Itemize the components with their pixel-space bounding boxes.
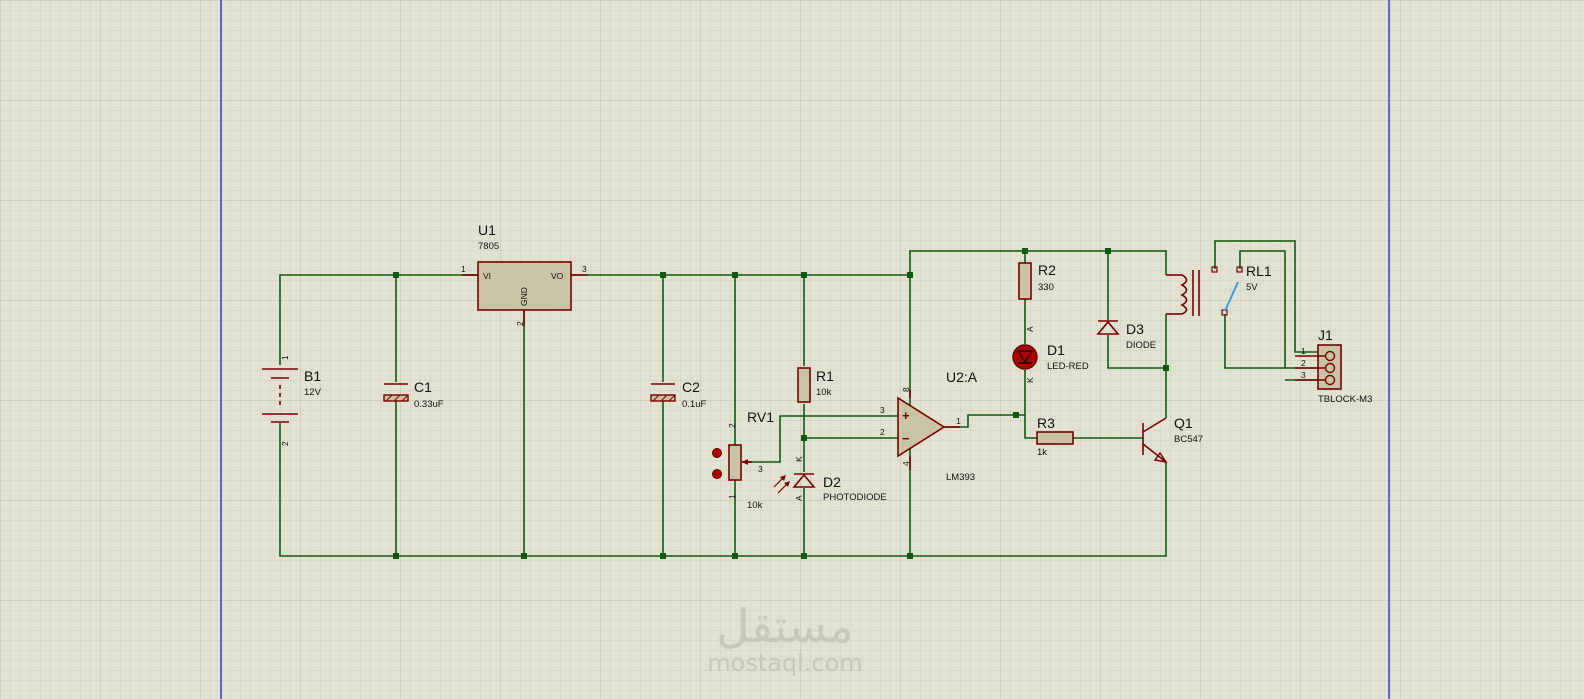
j1-pin3: 3 — [1301, 370, 1306, 380]
u1-value: 7805 — [478, 241, 499, 252]
u1-pin-gnd: GND — [519, 287, 529, 306]
b1-ref: B1 — [304, 368, 321, 384]
u2-value: LM393 — [946, 472, 975, 483]
rv1-pin1: 1 — [727, 494, 737, 499]
potentiometer-rv1[interactable]: 2 1 3 RV1 10k — [712, 409, 775, 511]
u1-pin-vi: VI — [483, 271, 491, 281]
u2-pin2: 2 — [880, 427, 885, 437]
r1-value: 10k — [816, 387, 832, 398]
watermark: مستقل mostaql.com — [707, 599, 862, 677]
b1-pin2: 2 — [280, 441, 290, 446]
wire-ground-rail — [279, 423, 1167, 557]
d1-pin-a: A — [1025, 326, 1035, 332]
battery-b1[interactable]: 1 2 B1 12V — [262, 355, 322, 446]
wire-vin-rail — [279, 274, 478, 365]
resistor-r2[interactable]: R2 330 — [1018, 262, 1056, 300]
wire-rl1-com — [1214, 240, 1322, 353]
r2-ref: R2 — [1038, 262, 1056, 278]
capacitor-c2[interactable]: C2 0.1uF — [650, 379, 706, 410]
watermark-latin: mostaql.com — [707, 649, 862, 677]
rv1-pin2: 2 — [727, 423, 737, 428]
diode-d3[interactable]: D3 DIODE — [1096, 320, 1156, 351]
rv1-value: 10k — [747, 500, 763, 511]
rv1-adjust-up[interactable] — [712, 448, 722, 458]
led-d1[interactable]: A K D1 LED-RED — [1012, 326, 1089, 383]
rl1-ref: RL1 — [1246, 263, 1272, 279]
r1-ref: R1 — [816, 368, 834, 384]
c1-value: 0.33uF — [414, 399, 444, 410]
regulator-u1[interactable]: VI VO GND 1 3 2 U1 7805 — [461, 222, 588, 326]
b1-pin1: 1 — [280, 355, 290, 360]
r3-value: 1k — [1037, 447, 1047, 458]
u1-pin-vo: VO — [551, 271, 564, 281]
d1-pin-k: K — [1025, 377, 1035, 383]
u2-ref: U2:A — [946, 369, 978, 385]
u1-ref: U1 — [478, 222, 496, 238]
c1-ref: C1 — [414, 379, 432, 395]
wire-rl1-nc — [1224, 314, 1285, 369]
photodiode-d2[interactable]: K A D2 PHOTODIODE — [773, 456, 887, 503]
u2-plus-sign: + — [902, 408, 910, 423]
u1-pin1: 1 — [461, 264, 466, 274]
c2-value: 0.1uF — [682, 399, 706, 410]
u2-pin3: 3 — [880, 405, 885, 415]
u2-pin8: 8 — [901, 387, 911, 392]
rv1-adjust-down[interactable] — [712, 469, 722, 479]
wire-rv1-wiper — [742, 415, 898, 463]
j1-pin2: 2 — [1301, 358, 1306, 368]
q1-ref: Q1 — [1174, 415, 1193, 431]
relay-rl1[interactable]: RL1 5V — [1166, 263, 1272, 316]
d2-pin-k: K — [794, 456, 804, 462]
d2-value: PHOTODIODE — [823, 492, 887, 503]
u2-minus-sign: − — [902, 431, 910, 446]
d2-pin-a: A — [794, 495, 804, 501]
rl1-contact-arm — [1224, 281, 1239, 312]
q1-value: BC547 — [1174, 434, 1203, 445]
u2-pin4: 4 — [901, 461, 911, 466]
resistor-r1[interactable]: R1 10k — [797, 367, 834, 403]
watermark-arabic: مستقل — [716, 599, 854, 653]
comparator-u2a[interactable]: + − 3 2 1 8 4 U2:A LM393 — [880, 369, 978, 483]
r3-ref: R3 — [1037, 415, 1055, 431]
r2-value: 330 — [1038, 282, 1054, 293]
capacitor-c1[interactable]: C1 0.33uF — [383, 379, 444, 410]
d1-ref: D1 — [1047, 342, 1065, 358]
rv1-pin3: 3 — [758, 464, 763, 474]
junctions — [393, 248, 1169, 559]
c2-ref: C2 — [682, 379, 700, 395]
wire-5v-top — [909, 250, 1167, 556]
u1-pin3: 3 — [582, 264, 587, 274]
b1-value: 12V — [304, 387, 322, 398]
d1-value: LED-RED — [1047, 361, 1089, 372]
j1-ref: J1 — [1318, 327, 1333, 343]
d3-value: DIODE — [1126, 340, 1156, 351]
rl1-value: 5V — [1246, 282, 1258, 293]
d2-ref: D2 — [823, 474, 841, 490]
terminal-block-j1[interactable]: 1 2 3 J1 TBLOCK-M3 — [1295, 327, 1372, 405]
j1-value: TBLOCK-M3 — [1318, 394, 1372, 405]
u2-pin1: 1 — [956, 416, 961, 426]
d3-ref: D3 — [1126, 321, 1144, 337]
resistor-r3[interactable]: R3 1k — [1036, 415, 1074, 458]
wire-to-r3 — [1024, 415, 1037, 439]
transistor-q1[interactable]: Q1 BC547 — [1142, 415, 1203, 463]
wire-d3-bottom — [1107, 335, 1166, 369]
j1-pin1: 1 — [1301, 346, 1306, 356]
rv1-ref: RV1 — [747, 409, 774, 425]
u1-pin2: 2 — [515, 321, 525, 326]
